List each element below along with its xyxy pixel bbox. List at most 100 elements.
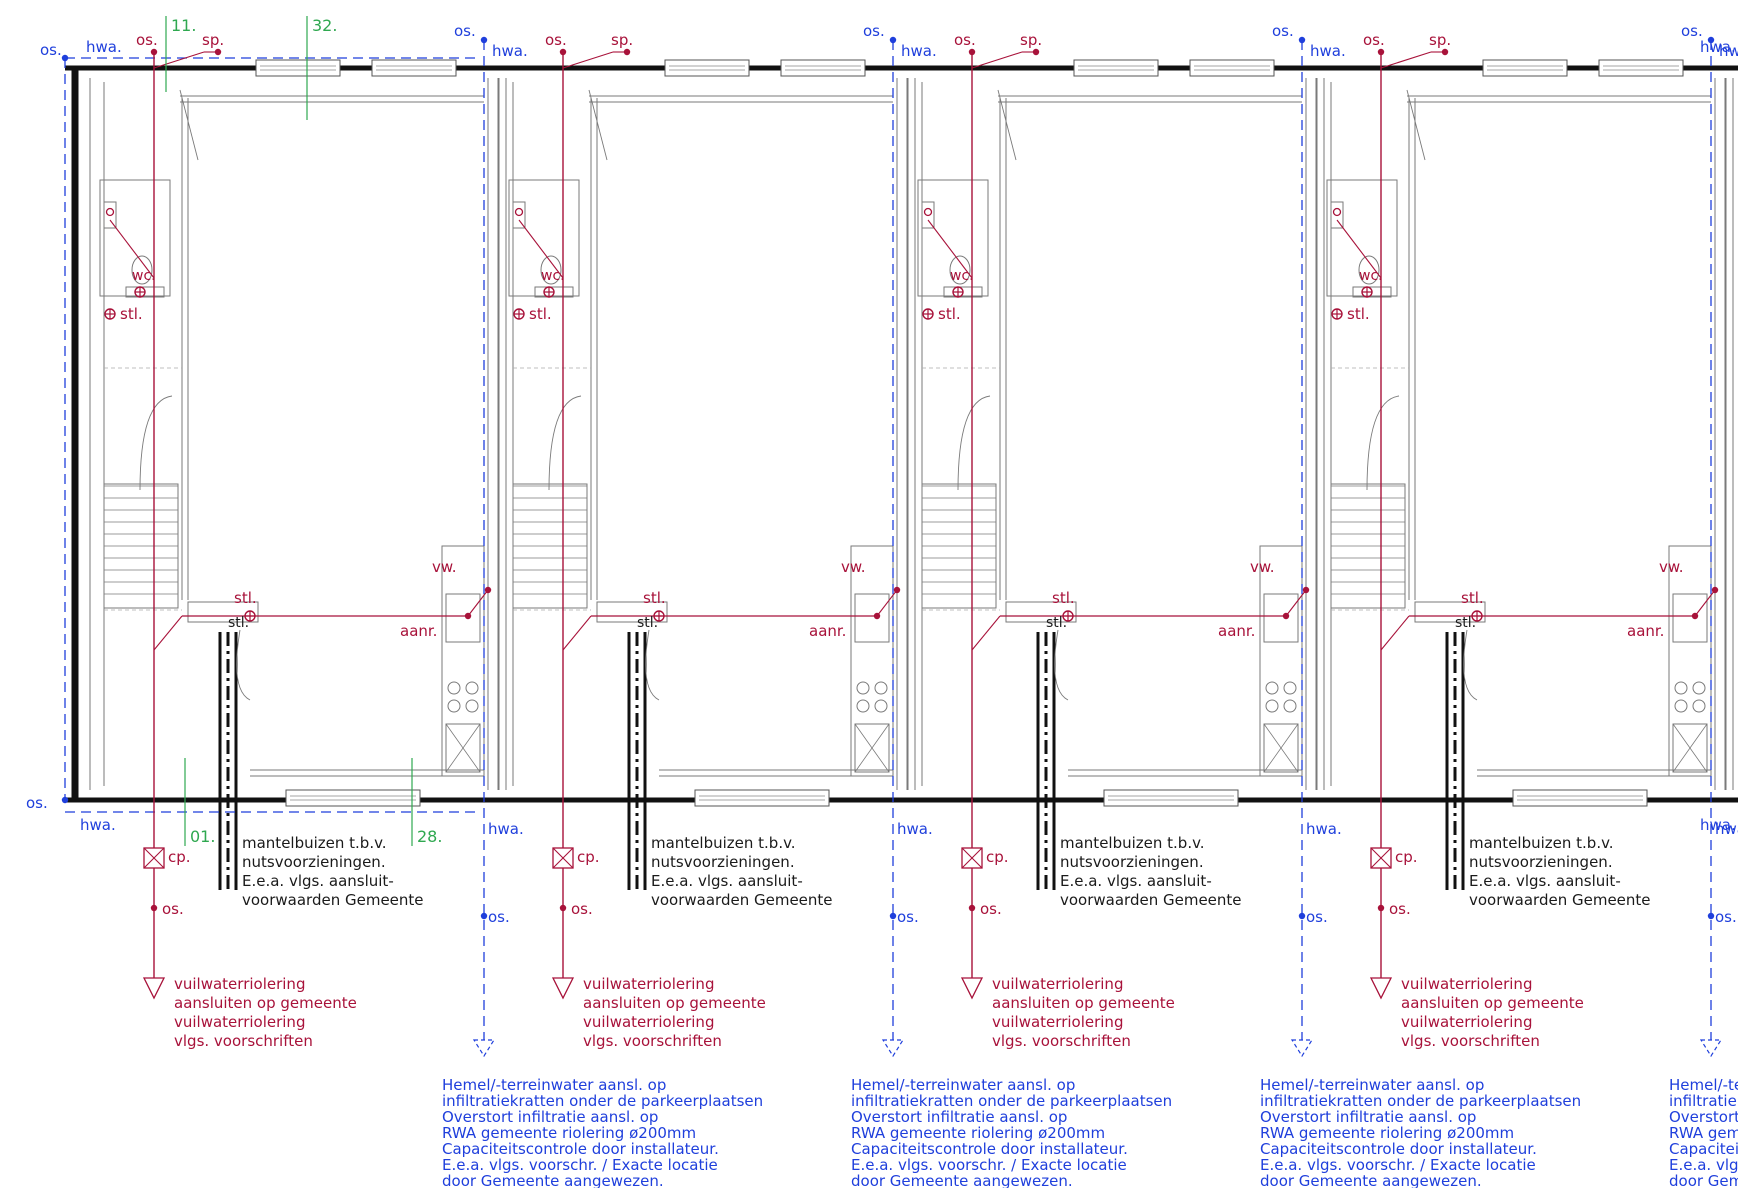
- oven: [445, 723, 481, 773]
- utility-note-line: nutsvoorzieningen.: [1060, 853, 1204, 871]
- cooktop-burner: [1674, 681, 1688, 695]
- toilet-cistern: [1352, 286, 1392, 298]
- toilet-room: [1326, 179, 1398, 297]
- storm-corner-dot: [61, 796, 69, 804]
- storm-note-line: infiltratiekratten onder de parkeerplaat…: [851, 1092, 1172, 1110]
- storm-note-line: E.e.a. vlgs. voorschr. / Exacte locatie: [442, 1156, 718, 1174]
- storm-note-line: door Gemeente aangewezen.: [1669, 1172, 1738, 1188]
- rinse-point-dot: [1441, 48, 1449, 56]
- door-swing: [236, 629, 251, 701]
- storm-note-line: E.e.a. vlgs. voorschr. / Exacte locatie: [1260, 1156, 1536, 1174]
- sewer-cleanout-dot: [968, 904, 976, 912]
- kitchen-sink: [445, 593, 481, 643]
- wc-branch: [109, 219, 155, 279]
- control-pit-cross: [143, 847, 165, 869]
- label-stl-kitchen: stl.: [1052, 589, 1075, 607]
- storm-note-line: Capaciteitscontrole door installateur.: [442, 1140, 719, 1158]
- storm-note-line: Overstort infiltratie aansl. op: [442, 1108, 658, 1126]
- label-os: os.: [545, 31, 567, 49]
- cooktop-burner: [465, 699, 479, 713]
- label-vw: vw.: [1659, 558, 1684, 576]
- label-hwa-far-low: hwa.: [1700, 816, 1736, 834]
- basin-outlet: [1332, 207, 1342, 217]
- utility-note-line: E.e.a. vlgs. aansluit-: [242, 872, 394, 890]
- storm-note-line: door Gemeente aangewezen.: [1260, 1172, 1482, 1188]
- sewer-outfall-arrow: [551, 977, 575, 1000]
- storm-note-line: Hemel/-terreinwater aansl. op: [1260, 1076, 1484, 1094]
- meter-cupboard: [1414, 601, 1486, 623]
- staircase: [512, 483, 588, 609]
- oven-cross: [854, 723, 890, 773]
- labels-layer: os. sp. wc. stl. stl. stl. vw. aanr. cp. os. vuilw…: [26, 16, 1738, 1188]
- utility-note-line: mantelbuizen t.b.v.: [651, 834, 796, 852]
- sewer-cleanout-dot: [150, 904, 158, 912]
- label-hwa-rear: hwa.: [1715, 820, 1738, 838]
- storm-note-line: Overstort infiltratie aansl. op: [1669, 1108, 1738, 1126]
- label-stl-small: stl.: [228, 615, 249, 631]
- storm-note-line: RWA gemeente riolering ø200mm: [1260, 1124, 1514, 1142]
- meter-cupboard: [187, 601, 259, 623]
- utility-note-line: nutsvoorzieningen.: [242, 853, 386, 871]
- label-os-blue-lower: os.: [1715, 908, 1737, 926]
- cooktop-burner: [1265, 699, 1279, 713]
- vw-branch: [1285, 589, 1307, 617]
- vw-branch: [467, 589, 489, 617]
- wc-branch: [1336, 219, 1382, 279]
- window-frame: [1482, 59, 1568, 77]
- oven-cross: [1672, 723, 1708, 773]
- label-os: os.: [1363, 31, 1385, 49]
- label-hwa-corner: hwa.: [86, 38, 122, 56]
- storm-water-layer: [61, 36, 1723, 1058]
- label-os-blue-lower: os.: [1306, 908, 1328, 926]
- control-pit-cross: [961, 847, 983, 869]
- rinse-point-dot: [214, 48, 222, 56]
- sewer-note-line: vuilwaterriolering: [174, 1013, 305, 1031]
- label-aanr: aanr.: [809, 622, 846, 640]
- label-aanr: aanr.: [1218, 622, 1255, 640]
- cooktop-burner: [874, 681, 888, 695]
- aanr-dot: [1691, 612, 1699, 620]
- storm-note-line: infiltratiekratten onder de parkeerplaat…: [1260, 1092, 1581, 1110]
- toilet-room: [99, 179, 171, 297]
- utility-note-line: E.e.a. vlgs. aansluit-: [1060, 872, 1212, 890]
- sewer-note-line: vuilwaterriolering: [1401, 1013, 1532, 1031]
- storm-note-line: E.e.a. vlgs. voorschr. / Exacte locatie: [1669, 1156, 1738, 1174]
- toilet-bowl: [949, 255, 971, 285]
- label-sp: sp.: [1020, 31, 1042, 49]
- grid-lines-layer: [165, 16, 413, 846]
- storm-note-line: door Gemeente aangewezen.: [442, 1172, 664, 1188]
- kitchen-sink: [1672, 593, 1708, 643]
- grid-label-28: 28.: [417, 827, 442, 846]
- label-os-lower: os.: [162, 900, 184, 918]
- utility-note-line: voorwaarden Gemeente: [1469, 891, 1651, 909]
- walls-layer: [65, 59, 1738, 890]
- label-wc: wc.: [950, 268, 974, 284]
- utility-note-line: nutsvoorzieningen.: [651, 853, 795, 871]
- vw-dot: [1711, 586, 1719, 594]
- label-os-blue: os.: [1681, 22, 1703, 40]
- storm-top-dot: [889, 36, 897, 44]
- cooktop-burner: [856, 699, 870, 713]
- storm-outfall-arrow: [1290, 1039, 1314, 1058]
- storm-cleanout-dot: [889, 912, 897, 920]
- grid-label-01: 01.: [190, 827, 215, 846]
- label-cp: cp.: [168, 848, 191, 866]
- basin-outlet: [923, 207, 933, 217]
- sewer-note-line: aansluiten op gemeente: [1401, 994, 1584, 1012]
- label-wc: wc.: [1359, 268, 1383, 284]
- storm-note-line: infiltratiekratten onder de parkeerplaat…: [442, 1092, 763, 1110]
- window-frame: [1598, 59, 1684, 77]
- label-stl: stl.: [938, 305, 961, 323]
- meter-cupboard: [1005, 601, 1077, 623]
- sewer-layer: [104, 48, 1719, 1000]
- sewer-note-line: vlgs. voorschriften: [174, 1032, 313, 1050]
- label-stl: stl.: [120, 305, 143, 323]
- door-swing: [1366, 395, 1400, 491]
- aanr-dot: [1282, 612, 1290, 620]
- cooktop-burner: [1692, 681, 1706, 695]
- door-swing: [139, 395, 173, 491]
- utility-note-line: mantelbuizen t.b.v.: [242, 834, 387, 852]
- kitchen-counter: [1668, 545, 1712, 777]
- sewer-cleanout-dot: [559, 904, 567, 912]
